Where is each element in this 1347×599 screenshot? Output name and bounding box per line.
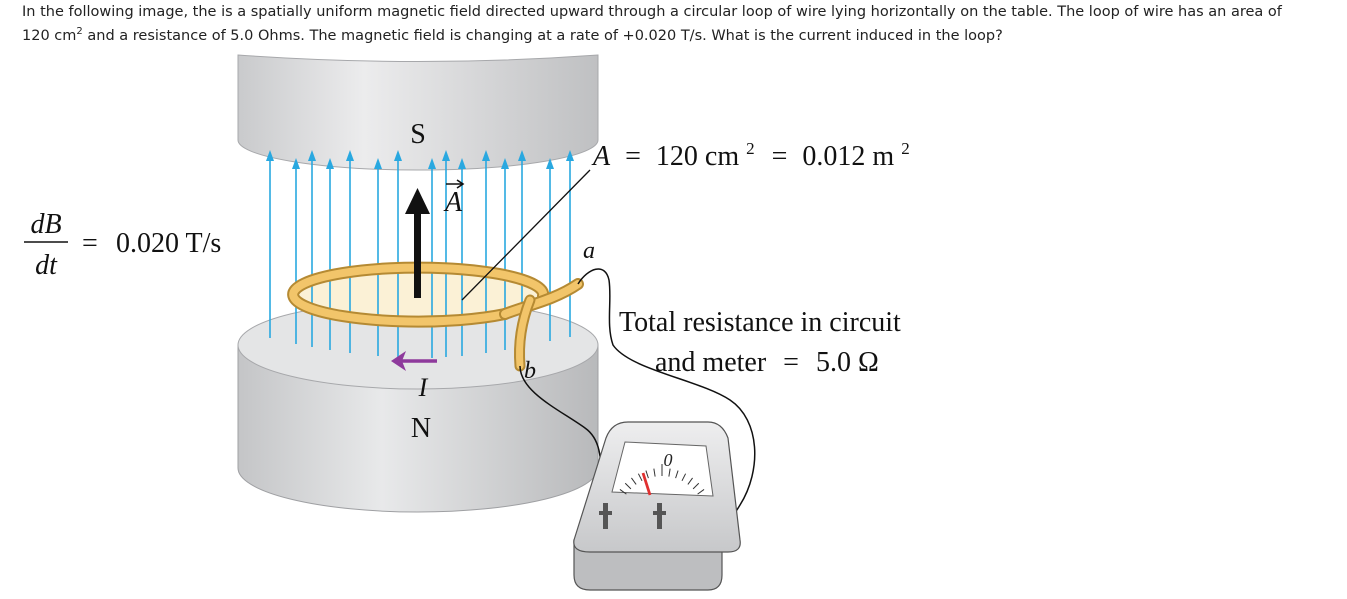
- question-area-value: 120 cm: [22, 28, 77, 44]
- meter-tick: [687, 477, 693, 485]
- field-arrowhead-icon: [546, 158, 554, 169]
- rate-equation: dB dt = 0.020 T/s: [24, 209, 221, 281]
- resistance-eq-sign: =: [783, 347, 799, 378]
- rate-numerator: dB: [30, 209, 61, 240]
- field-arrowhead-icon: [442, 150, 450, 161]
- meter-needle: [641, 472, 652, 496]
- rate-eq-sign: =: [82, 228, 98, 259]
- question-text: In the following image, the is a spatial…: [22, 0, 1332, 48]
- field-arrowhead-icon: [458, 158, 466, 169]
- field-arrowhead-icon: [308, 150, 316, 161]
- rate-value: 0.020 T/s: [116, 228, 221, 259]
- meter-terminal-left: [603, 503, 608, 529]
- current-label: I: [418, 373, 429, 402]
- area-eq-lhs: A: [591, 141, 611, 172]
- area-eq-sign-2: =: [772, 141, 788, 172]
- meter-tick: [668, 468, 671, 477]
- ammeter: 0: [573, 421, 741, 591]
- field-arrowhead-icon: [482, 150, 490, 161]
- field-arrowhead-icon: [346, 150, 354, 161]
- current-arrow: [391, 351, 437, 371]
- field-arrowhead-icon: [292, 158, 300, 169]
- meter-tick: [697, 489, 705, 495]
- resistance-value: 5.0 Ω: [816, 347, 879, 378]
- south-pole-label: S: [410, 119, 426, 150]
- area-eq-sign-1: =: [625, 141, 641, 172]
- question-area-exponent: 2: [76, 26, 83, 38]
- meter-scale: [619, 464, 705, 495]
- field-arrowhead-icon: [374, 158, 382, 169]
- meter-tick: [675, 470, 679, 479]
- meter-tick: [619, 489, 627, 495]
- wire-loop: [287, 261, 584, 372]
- question-line-1: In the following image, the is a spatial…: [22, 4, 1282, 20]
- resistance-label: Total resistance in circuit and meter = …: [619, 307, 901, 378]
- field-arrowhead-icon: [394, 150, 402, 161]
- wire-to-meter-a: [577, 268, 756, 528]
- meter-tick: [692, 482, 700, 490]
- resistance-line-2: and meter = 5.0 Ω: [655, 347, 879, 378]
- area-equation: A = 120 cm 2 = 0.012 m 2: [591, 130, 910, 172]
- north-pole-label: N: [411, 413, 431, 444]
- meter-zero-label: 0: [664, 450, 673, 470]
- field-arrowhead-icon: [566, 150, 574, 161]
- area-eq-value-m: 0.012 m: [802, 141, 894, 172]
- area-eq-exp-1: 2: [746, 139, 755, 158]
- terminal-a-label: a: [583, 238, 595, 264]
- meter-tick: [637, 473, 643, 482]
- vector-arrow-icon: [446, 179, 465, 189]
- top-magnet: [237, 54, 599, 171]
- area-eq-value-cm: 120 cm: [656, 141, 739, 172]
- field-arrowhead-icon: [501, 158, 509, 169]
- field-arrowhead-icon: [266, 150, 274, 161]
- terminal-b-label: b: [524, 358, 536, 384]
- question-line-2: and a resistance of 5.0 Ohms. The magnet…: [82, 28, 1003, 44]
- meter-tick: [653, 468, 656, 477]
- field-arrowhead-icon: [428, 158, 436, 169]
- field-arrowhead-icon: [326, 158, 334, 169]
- field-arrowhead-icon: [518, 150, 526, 161]
- meter-tick: [681, 473, 687, 482]
- meter-tick: [631, 477, 637, 485]
- resistance-line-1: Total resistance in circuit: [619, 307, 901, 338]
- area-vector-label: A: [443, 187, 463, 218]
- resistance-line-2-text: and meter: [655, 347, 767, 378]
- area-vector-arrow: [405, 188, 430, 298]
- bottom-magnet: [237, 300, 599, 513]
- meter-tick: [645, 470, 649, 479]
- area-eq-exp-2: 2: [901, 139, 910, 158]
- meter-terminal-right: [657, 503, 662, 529]
- rate-denominator: dt: [35, 250, 58, 281]
- area-leader-line: [461, 169, 591, 301]
- meter-tick: [624, 482, 632, 490]
